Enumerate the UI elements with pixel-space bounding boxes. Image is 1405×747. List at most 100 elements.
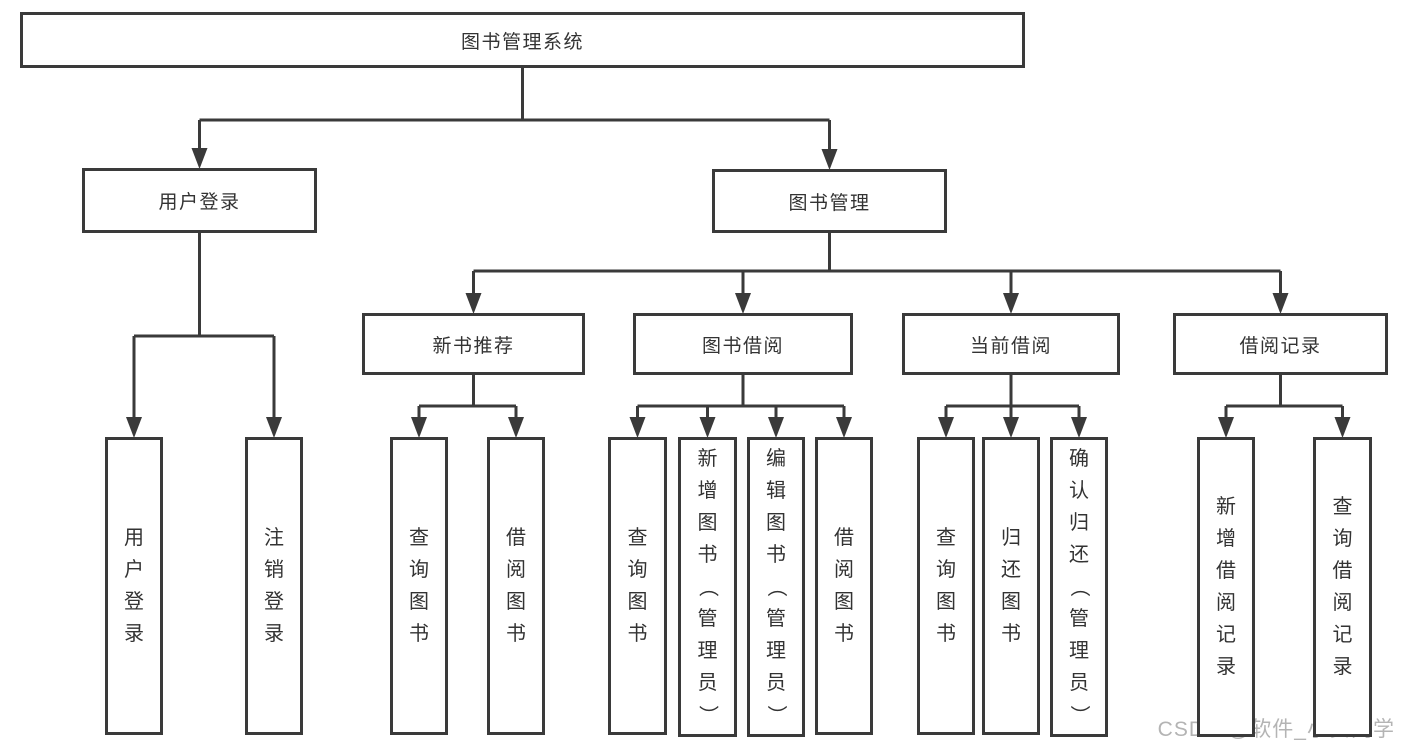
- node-library-system: 图书管理系统: [20, 12, 1025, 68]
- vertical-label-char: 归: [1069, 512, 1089, 534]
- arrowhead-icon: [735, 293, 751, 314]
- node-leaf-query-books-2: 查询图书: [608, 437, 667, 735]
- vertical-label-char: 注: [264, 527, 284, 549]
- vertical-label-char: 询: [409, 559, 429, 581]
- vertical-label-char: 理: [766, 640, 786, 662]
- arrowhead-icon: [821, 149, 838, 170]
- vertical-label-char: （: [765, 577, 787, 597]
- vertical-label-char: 图: [409, 591, 429, 613]
- vertical-label-char: 询: [1332, 528, 1353, 550]
- node-user-login-branch: 用户登录: [82, 168, 317, 233]
- arrowhead-icon: [938, 417, 954, 438]
- node-leaf-user-login: 用户登录: [105, 437, 163, 735]
- vertical-label-char: 新: [697, 448, 718, 470]
- arrowhead-icon: [1071, 417, 1087, 438]
- vertical-label-char: 阅: [506, 559, 526, 581]
- vertical-label-char: 图: [766, 512, 786, 534]
- vertical-label-char: 员: [697, 672, 718, 694]
- vertical-label-char: 管: [697, 608, 718, 630]
- vertical-label-char: 询: [936, 559, 956, 581]
- vertical-label-char: 查: [1332, 496, 1353, 518]
- vertical-label-char: 销: [264, 559, 284, 581]
- connector-path: [132, 233, 276, 421]
- node-leaf-query-books-1: 查询图书: [390, 437, 448, 735]
- vertical-label-char: 还: [1001, 559, 1021, 581]
- vertical-label-char: ）: [1068, 705, 1090, 725]
- vertical-label-char: ）: [765, 705, 787, 725]
- connector-path: [417, 375, 518, 421]
- vertical-label-char: 记: [1332, 624, 1353, 646]
- vertical-label-char: 确: [1069, 448, 1089, 470]
- arrowhead-icon: [465, 293, 482, 314]
- vertical-label-char: 书: [1001, 623, 1021, 645]
- vertical-label-char: 归: [1001, 527, 1021, 549]
- vertical-label-char: 记: [1216, 624, 1236, 646]
- arrowhead-icon: [768, 417, 784, 438]
- vertical-label-char: （: [696, 577, 719, 597]
- vertical-label-char: 录: [1216, 656, 1236, 678]
- node-leaf-query-books-3: 查询图书: [917, 437, 975, 735]
- vertical-label-char: ）: [696, 705, 719, 725]
- vertical-label-char: 登: [124, 591, 144, 613]
- vertical-label-char: 书: [409, 623, 429, 645]
- vertical-label-char: 录: [264, 623, 284, 645]
- arrowhead-icon: [1272, 293, 1289, 314]
- vertical-label-char: 编: [766, 448, 786, 470]
- vertical-label-char: 增: [697, 480, 718, 502]
- node-book-management-branch: 图书管理: [712, 169, 947, 233]
- node-leaf-edit-book-admin: 编辑图书（管理员）: [747, 437, 805, 737]
- node-leaf-borrow-books-1: 借阅图书: [487, 437, 545, 735]
- vertical-label-char: 书: [627, 623, 648, 645]
- connector-path: [636, 375, 846, 421]
- node-leaf-logout: 注销登录: [245, 437, 303, 735]
- arrowhead-icon: [836, 417, 852, 438]
- node-borrowing-records: 借阅记录: [1173, 313, 1388, 375]
- arrowhead-icon: [508, 417, 524, 438]
- arrowhead-icon: [1334, 417, 1351, 438]
- arrowhead-icon: [266, 417, 282, 438]
- node-new-book-recommendation: 新书推荐: [362, 313, 585, 375]
- vertical-label-char: 管: [766, 608, 786, 630]
- connector-path: [1224, 375, 1344, 421]
- vertical-label-char: 阅: [1216, 592, 1236, 614]
- vertical-label-char: 查: [627, 527, 648, 549]
- vertical-label-char: 录: [124, 623, 144, 645]
- connector-path: [198, 68, 831, 153]
- node-leaf-add-borrow-record: 新增借阅记录: [1197, 437, 1255, 737]
- node-leaf-query-borrow-record: 查询借阅记录: [1313, 437, 1372, 737]
- vertical-label-char: 借: [506, 527, 526, 549]
- vertical-label-char: 书: [834, 623, 854, 645]
- vertical-label-char: 增: [1216, 528, 1236, 550]
- vertical-label-char: 认: [1069, 480, 1089, 502]
- vertical-label-char: 借: [1216, 560, 1236, 582]
- arrowhead-icon: [411, 417, 427, 438]
- arrowhead-icon: [1003, 417, 1019, 438]
- vertical-label-char: 书: [936, 623, 956, 645]
- vertical-label-char: 阅: [1332, 592, 1353, 614]
- arrowhead-icon: [1218, 417, 1234, 438]
- vertical-label-char: 户: [124, 559, 144, 581]
- vertical-label-char: 书: [766, 544, 786, 566]
- vertical-label-char: 借: [1332, 560, 1353, 582]
- vertical-label-char: 查: [936, 527, 956, 549]
- vertical-label-char: 录: [1332, 656, 1353, 678]
- vertical-label-char: 新: [1216, 496, 1236, 518]
- vertical-label-char: 理: [1069, 640, 1089, 662]
- arrowhead-icon: [699, 417, 716, 438]
- vertical-label-char: 管: [1069, 608, 1089, 630]
- connector-path: [472, 233, 1282, 297]
- vertical-label-char: 询: [627, 559, 648, 581]
- vertical-label-char: 理: [697, 640, 718, 662]
- vertical-label-char: 辑: [766, 480, 786, 502]
- arrowhead-icon: [191, 148, 208, 169]
- vertical-label-char: 查: [409, 527, 429, 549]
- vertical-label-char: 图: [936, 591, 956, 613]
- connector-path: [944, 375, 1081, 421]
- vertical-label-char: 用: [124, 527, 144, 549]
- vertical-label-char: 还: [1069, 544, 1089, 566]
- vertical-label-char: 员: [1069, 672, 1089, 694]
- arrowhead-icon: [126, 417, 142, 438]
- vertical-label-char: 图: [627, 591, 648, 613]
- arrowhead-icon: [1003, 293, 1019, 314]
- arrowhead-icon: [629, 417, 646, 438]
